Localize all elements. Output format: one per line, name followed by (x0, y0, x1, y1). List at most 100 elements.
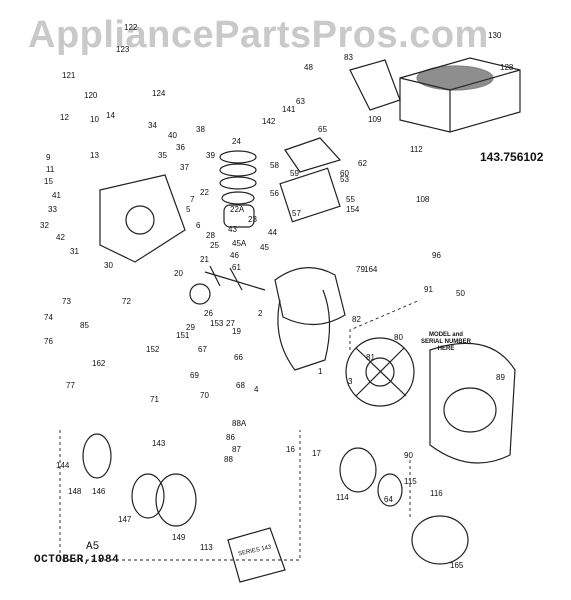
part-ref-108: 108 (416, 195, 430, 204)
part-ref-112: 112 (410, 145, 423, 154)
part-ref-70: 70 (200, 391, 209, 400)
part-ref-34: 34 (148, 121, 157, 130)
part-ref-53: 53 (340, 175, 349, 184)
part-ref-28: 28 (206, 231, 215, 240)
serial-number-callout: MODEL and SERIAL NUMBER HERE (421, 332, 471, 352)
part-ref-4: 4 (254, 385, 259, 394)
part-ref-44: 44 (268, 228, 277, 237)
part-ref-22a: 22A (230, 205, 245, 214)
part-ref-147: 147 (118, 515, 132, 524)
part-ref-50: 50 (456, 289, 465, 298)
flywheel (345, 337, 415, 407)
part-ref-55: 55 (346, 195, 355, 204)
revision-code: A5 (86, 541, 100, 553)
part-ref-38: 38 (196, 125, 205, 134)
part-ref-21: 21 (200, 255, 209, 264)
part-ref-74: 74 (44, 313, 53, 322)
part-ref-30: 30 (104, 261, 113, 270)
part-ref-149: 149 (172, 533, 186, 542)
part-ref-154: 154 (346, 205, 360, 214)
part-ref-58: 58 (270, 161, 279, 170)
part-ref-5: 5 (186, 205, 191, 214)
part-ref-80: 80 (394, 333, 403, 342)
part-ref-148: 148 (68, 487, 82, 496)
part-ref-121: 121 (62, 71, 76, 80)
part-ref-19: 19 (232, 327, 241, 336)
part-ref-43: 43 (228, 225, 237, 234)
part-ref-14: 14 (106, 111, 115, 120)
part-ref-37: 37 (180, 163, 189, 172)
part-ref-79: 79 (356, 265, 365, 274)
part-ref-144: 144 (56, 461, 70, 470)
part-ref-16: 16 (286, 445, 295, 454)
part-ref-76: 76 (44, 337, 53, 346)
part-ref-9: 9 (46, 153, 51, 162)
part-ref-116: 116 (430, 489, 443, 498)
part-ref-1: 1 (318, 367, 323, 376)
part-ref-3: 3 (348, 377, 353, 386)
part-ref-87: 87 (232, 445, 241, 454)
part-ref-42: 42 (56, 233, 65, 242)
part-ref-109: 109 (368, 115, 382, 124)
part-ref-6: 6 (196, 221, 201, 230)
part-ref-10: 10 (90, 115, 99, 124)
part-ref-146: 146 (92, 487, 106, 496)
part-ref-69: 69 (190, 371, 199, 380)
part-ref-31: 31 (70, 247, 79, 256)
part-ref-83: 83 (344, 53, 353, 62)
watermark-text: AppliancePartsPros.com (28, 14, 489, 56)
part-ref-48: 48 (304, 63, 313, 72)
revision-date: OCTOBER,1984 (34, 554, 120, 566)
crankshaft (189, 265, 266, 305)
part-ref-23: 23 (248, 215, 257, 224)
part-ref-59: 59 (290, 169, 299, 178)
part-ref-40: 40 (168, 131, 177, 140)
part-ref-113: 113 (200, 543, 213, 552)
part-ref-29: 29 (186, 323, 195, 332)
blower-housing (429, 342, 516, 464)
part-ref-24: 24 (232, 137, 241, 146)
part-ref-71: 71 (150, 395, 159, 404)
part-ref-88: 88 (224, 455, 233, 464)
part-ref-60: 60 (340, 169, 349, 178)
part-ref-123: 123 (116, 45, 130, 54)
part-ref-12: 12 (60, 113, 69, 122)
part-ref-2: 2 (258, 309, 263, 318)
part-ref-164: 164 (364, 265, 378, 274)
part-ref-90: 90 (404, 451, 413, 460)
part-ref-61: 61 (232, 263, 241, 272)
part-ref-64: 64 (384, 495, 393, 504)
part-ref-130: 130 (488, 31, 502, 40)
cylinder-head-assembly (274, 137, 346, 371)
part-ref-122: 122 (124, 23, 138, 32)
part-ref-91: 91 (424, 285, 433, 294)
part-ref-128: 128 (500, 63, 514, 72)
part-ref-153: 153 (210, 319, 224, 328)
part-ref-66: 66 (234, 353, 243, 362)
part-ref-45: 45 (260, 243, 269, 252)
rewind-starter-parts (82, 433, 469, 565)
part-ref-63: 63 (296, 97, 305, 106)
part-ref-89: 89 (496, 373, 505, 382)
part-ref-15: 15 (44, 177, 53, 186)
part-ref-88a: 88A (232, 419, 247, 428)
piston-rings (219, 150, 257, 228)
part-ref-68: 68 (236, 381, 245, 390)
model-number: 143.756102 (480, 150, 544, 164)
part-ref-41: 41 (52, 191, 61, 200)
part-ref-141: 141 (282, 105, 296, 114)
part-ref-82: 82 (352, 315, 361, 324)
part-ref-57: 57 (292, 209, 301, 218)
part-ref-22: 22 (200, 188, 209, 197)
air-cleaner-assembly (349, 57, 521, 133)
part-ref-46: 46 (230, 251, 239, 260)
part-ref-65: 65 (318, 125, 327, 134)
part-ref-39: 39 (206, 151, 215, 160)
part-ref-115: 115 (404, 477, 417, 486)
part-ref-96: 96 (432, 251, 441, 260)
part-ref-36: 36 (176, 143, 185, 152)
part-ref-124: 124 (152, 89, 166, 98)
part-ref-162: 162 (92, 359, 106, 368)
